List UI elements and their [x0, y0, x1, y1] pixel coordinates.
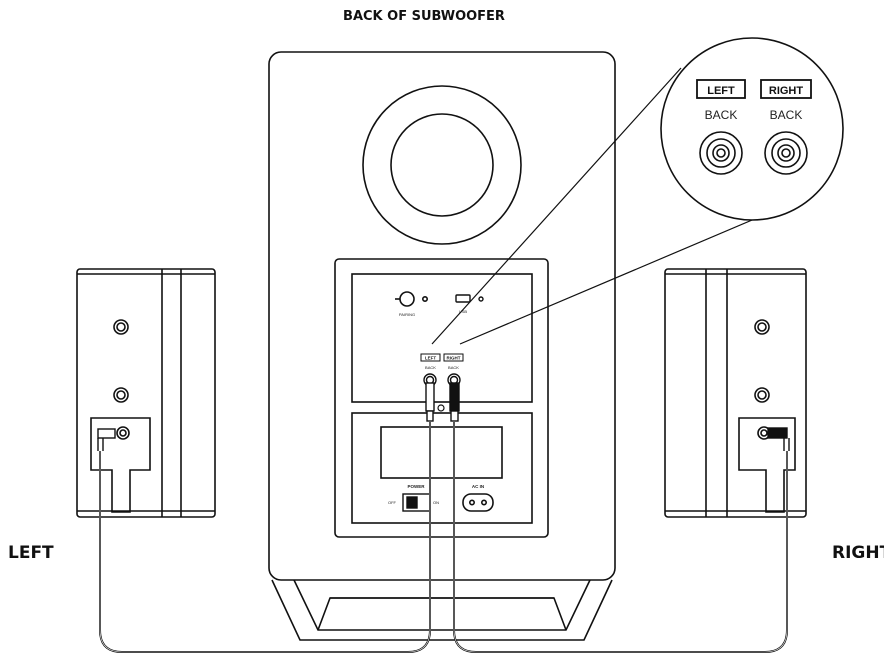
panel-right-label: RIGHT	[447, 356, 461, 361]
off-label: OFF	[388, 500, 397, 505]
right-speaker-input-plate	[738, 417, 796, 513]
subwoofer-base	[271, 579, 613, 641]
diagram-title: BACK OF SUBWOOFER	[343, 9, 505, 24]
panel-back-left: BACK	[425, 365, 436, 370]
panel-right-box	[443, 353, 464, 362]
right-label: RIGHT	[832, 543, 884, 563]
right-rca-plug	[449, 382, 460, 422]
usb-port-icon	[455, 294, 484, 303]
upper-panel	[351, 273, 533, 403]
zoom-back-right: BACK	[770, 108, 803, 122]
zoom-circle	[660, 37, 844, 221]
zoom-callout-lines	[431, 67, 772, 345]
right-speaker-plug	[767, 427, 790, 451]
zoom-rca-right	[764, 131, 808, 175]
power-label: POWER	[407, 484, 425, 489]
zoom-rca-left	[699, 131, 743, 175]
left-label: LEFT	[8, 543, 54, 563]
panel-left-label: LEFT	[425, 356, 436, 361]
bluetooth-pairing-icon	[395, 291, 428, 307]
left-speaker-input-plate	[90, 417, 151, 513]
pairing-label: PAIRING	[399, 312, 415, 317]
zoom-right-label: RIGHT	[769, 85, 804, 97]
zoom-left-box	[696, 79, 746, 99]
zoom-left-label: LEFT	[707, 85, 735, 97]
on-label: ON	[433, 500, 439, 505]
left-speaker	[76, 268, 216, 518]
zoom-back-left: BACK	[705, 108, 738, 122]
ground-screw	[437, 404, 445, 412]
display-window	[380, 426, 503, 479]
right-speaker	[664, 268, 807, 518]
subwoofer-cabinet	[268, 51, 616, 581]
usb-label: USB	[459, 309, 468, 314]
left-rca-plug	[425, 382, 435, 422]
ac-in-label: AC IN	[472, 484, 484, 489]
lower-panel	[351, 412, 533, 524]
panel-left-box	[420, 353, 441, 362]
panel-back-right: BACK	[448, 365, 459, 370]
subwoofer	[268, 51, 616, 641]
power-switch-icon[interactable]	[402, 493, 431, 512]
bass-port-outer	[362, 85, 522, 245]
control-panel-frame	[334, 258, 549, 538]
bass-port-inner	[390, 113, 494, 217]
left-speaker-plug	[97, 428, 116, 451]
zoom-right-box	[760, 79, 812, 99]
ac-inlet-icon	[462, 493, 494, 512]
